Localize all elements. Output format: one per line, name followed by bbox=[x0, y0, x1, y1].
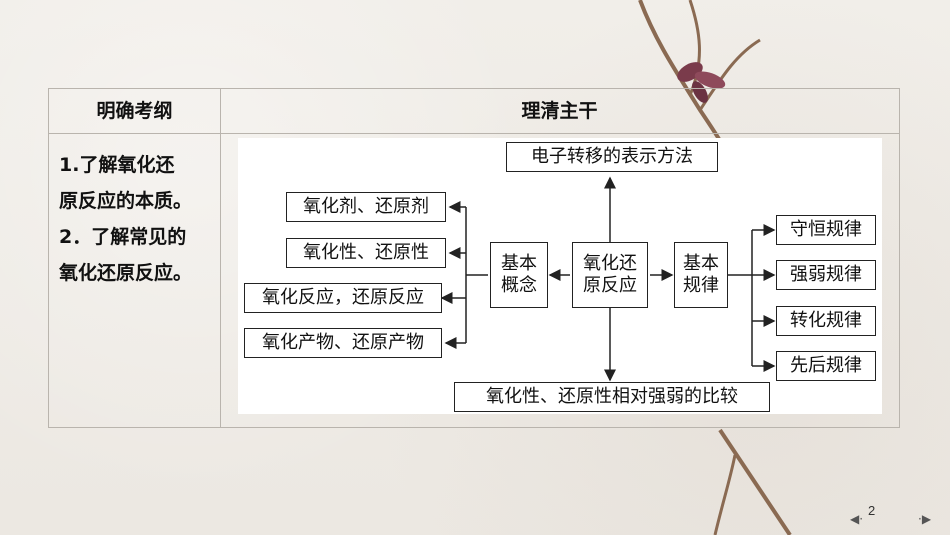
box-products: 氧化产物、还原产物 bbox=[244, 328, 442, 358]
goal-line: 1.了解氧化还 bbox=[59, 154, 175, 176]
goal-line: 原反应的本质。 bbox=[59, 190, 193, 212]
box-conservation-law: 守恒规律 bbox=[776, 215, 876, 245]
goals-list: 1.了解氧化还 原反应的本质。 2．了解常见的 氧化还原反应。 bbox=[59, 147, 219, 291]
goal-line: 2．了解常见的 bbox=[59, 226, 187, 248]
header-main-points: 理清主干 bbox=[521, 100, 598, 122]
next-arrow-icon[interactable]: ·▶ bbox=[918, 512, 932, 526]
box-redox-reaction-line: 原反应 bbox=[583, 275, 637, 296]
box-strength-law: 强弱规律 bbox=[776, 260, 876, 290]
column-divider bbox=[220, 89, 221, 427]
page-number: 2 bbox=[868, 503, 876, 518]
box-basic-laws: 基本 规律 bbox=[674, 242, 728, 308]
box-agents: 氧化剂、还原剂 bbox=[286, 192, 446, 222]
box-redox-reaction-line: 氧化还 bbox=[583, 253, 637, 275]
box-basic-concepts: 基本 概念 bbox=[490, 242, 548, 308]
box-properties: 氧化性、还原性 bbox=[286, 238, 446, 268]
box-strength-comparison: 氧化性、还原性相对强弱的比较 bbox=[454, 382, 770, 412]
outline-table: 明确考纲 理清主干 1.了解氧化还 原反应的本质。 2．了解常见的 氧化还原反应… bbox=[48, 88, 900, 428]
box-basic-concepts-line: 概念 bbox=[501, 275, 537, 296]
box-basic-laws-line: 规律 bbox=[683, 275, 719, 296]
box-basic-laws-line: 基本 bbox=[683, 253, 719, 275]
box-transformation-law: 转化规律 bbox=[776, 306, 876, 336]
box-basic-concepts-line: 基本 bbox=[501, 253, 537, 275]
goal-line: 氧化还原反应。 bbox=[59, 262, 193, 284]
concept-diagram: 电子转移的表示方法 氧化性、还原性相对强弱的比较 氧化剂、还原剂 氧化性、还原性… bbox=[238, 138, 882, 414]
header-exam-outline: 明确考纲 bbox=[96, 100, 173, 122]
box-electron-transfer: 电子转移的表示方法 bbox=[506, 142, 718, 172]
box-redox-reaction: 氧化还 原反应 bbox=[572, 242, 648, 308]
diagram-connectors bbox=[440, 176, 776, 382]
prev-arrow-icon[interactable]: ◀· bbox=[850, 512, 864, 526]
box-reactions: 氧化反应，还原反应 bbox=[244, 283, 442, 313]
header-divider bbox=[49, 133, 899, 134]
box-order-law: 先后规律 bbox=[776, 351, 876, 381]
